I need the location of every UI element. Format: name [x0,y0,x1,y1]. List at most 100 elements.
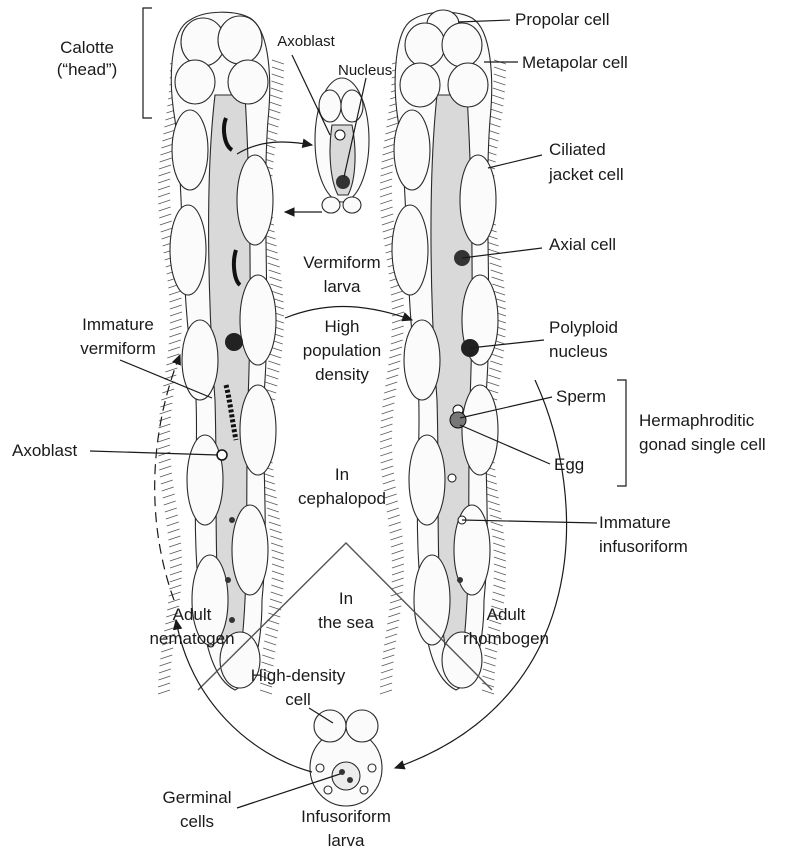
cilium [169,291,181,295]
cilium [392,326,404,330]
cilium [494,67,506,71]
cilium [381,466,393,470]
cilium [165,508,177,512]
cilium [271,88,283,92]
cilium [264,641,276,645]
cilium [390,347,402,351]
cilium [388,361,400,365]
high-population-label-3: density [315,365,369,384]
polyploid-label-2: nucleus [549,342,608,361]
cilium [268,109,280,113]
cilium [382,221,394,225]
cilium [161,648,173,652]
infusoriform-larva-label: Infusoriform [301,807,391,826]
cilium [159,207,171,211]
cilium [382,403,394,407]
cilium [382,410,394,414]
cilium [386,375,398,379]
cilium [159,669,171,673]
cilium [386,627,398,631]
in-cephalopod-label: In [335,465,349,484]
immature-vermiform-label-2: vermiform [80,339,156,358]
cilium [391,333,403,337]
cilium [158,445,170,449]
cilium [492,599,504,603]
cilium [387,620,399,624]
cilium [160,158,172,162]
cilium [265,382,277,386]
cilium [265,634,277,638]
cilium [391,543,403,547]
cilium [170,557,182,561]
svg-text:Infusoriformlarva: Infusoriformlarva [301,807,391,850]
cilium [381,214,393,218]
cilium [170,312,182,316]
cilium [381,207,393,211]
cilium [160,151,172,155]
cilium [490,515,502,519]
cilium [170,571,182,575]
infusoriform-larva-figure [310,710,382,806]
cilium [385,494,397,498]
cilium [482,676,494,680]
cilium [487,494,499,498]
cilium [491,102,503,106]
cilium [387,508,399,512]
cilium [158,179,170,183]
in-the-sea-label: In [339,589,353,608]
cilium [390,529,402,533]
cilium [270,536,282,540]
cilium [380,193,392,197]
cilium [169,340,181,344]
cilium [494,571,506,575]
cilium [380,452,392,456]
cilium [489,368,501,372]
cilium [270,284,282,288]
adult-rhombogen-label-2: rhombogen [463,629,549,648]
vermiform-larva-label: Vermiform [303,253,380,272]
cilium [266,501,278,505]
cilium [169,592,181,596]
cilium [381,417,393,421]
cilium [167,354,179,358]
cilium [492,277,504,281]
cilium [391,340,403,344]
cilium [272,564,284,568]
cilium [380,445,392,449]
cilium [392,564,404,568]
arrow-dashed-nematogen-up [155,355,180,600]
cilium [160,662,172,666]
cilium [391,291,403,295]
cilium [272,557,284,561]
cilium [482,690,494,694]
cilium [267,256,279,260]
cilium [485,648,497,652]
cilium [488,249,500,253]
svg-text:Highpopulationdensity: Highpopulationdensity [303,317,381,384]
cilium [160,655,172,659]
germinal-cells-label: Germinal [163,788,232,807]
in-cephalopod-label-2: cephalopod [298,489,386,508]
cilium [263,648,275,652]
cilium [494,550,506,554]
cilium [170,326,182,330]
cilium [489,508,501,512]
cilium [159,172,171,176]
cilium [484,655,496,659]
cilium [381,459,393,463]
cilium [160,410,172,414]
cilium [492,529,504,533]
cilium [389,606,401,610]
cilium [392,298,404,302]
cilium [264,487,276,491]
cilium [159,214,171,218]
calotte-label-2: (“head”) [57,60,117,79]
cilium [385,634,397,638]
cilium [387,368,399,372]
cilium [392,557,404,561]
cilium [388,613,400,617]
cilium [268,515,280,519]
cilium [486,487,498,491]
cilium [380,438,392,442]
